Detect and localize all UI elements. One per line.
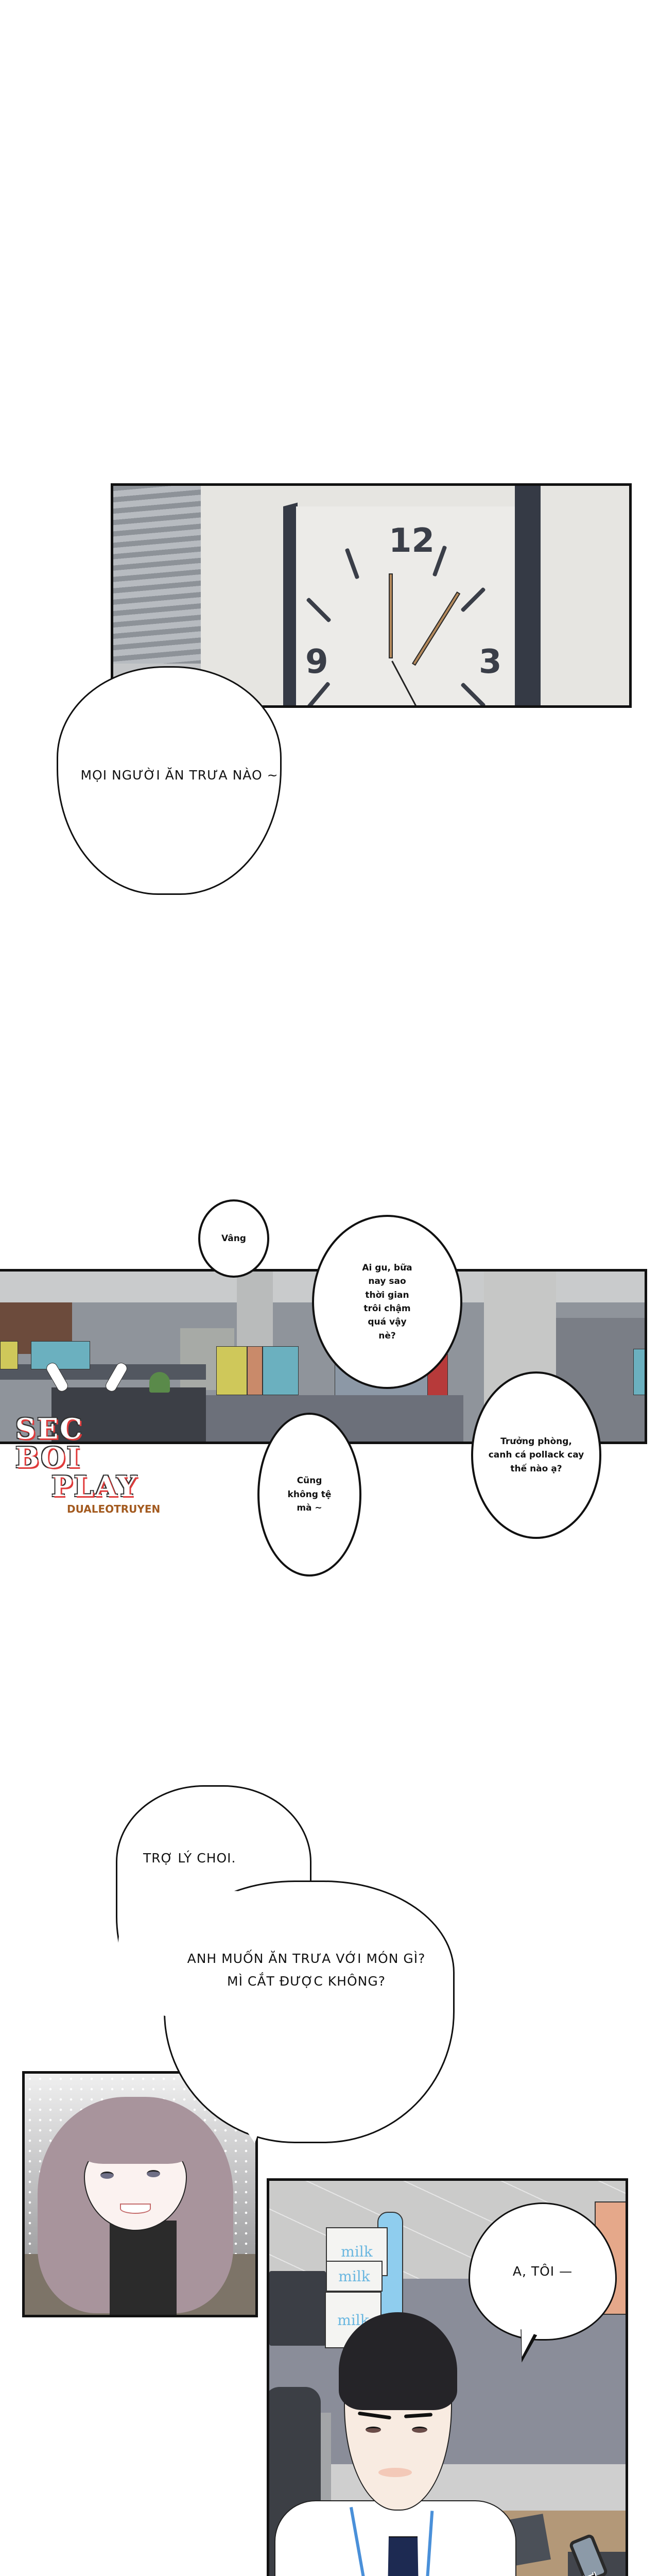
- man-panel: milk milk milk: [267, 2178, 628, 2576]
- clock-minute-hand: [389, 573, 393, 658]
- speech-bubble-order-merge: [118, 1891, 304, 2020]
- clock-panel: 12 3 9: [111, 483, 632, 708]
- watermark-line-2: PLAY: [51, 1470, 138, 1503]
- binder: [247, 1346, 263, 1395]
- man-brow-left: [357, 2411, 392, 2420]
- clock-numeral-12: 12: [389, 522, 435, 560]
- clock-tick: [460, 587, 486, 613]
- clock-numeral-9: 9: [305, 643, 328, 681]
- dialogue-tro-ly-choi: TRỢ LÝ CHOI.: [143, 1851, 236, 1866]
- scanlation-watermark: SEC BOI PLAY DUALEOTRUYEN: [15, 1412, 160, 1515]
- clock-numeral-3: 3: [479, 643, 502, 681]
- binder: [633, 1349, 645, 1395]
- clock-tick: [307, 681, 331, 705]
- dialogue-lunch-call: MỌI NGƯỜI ĂN TRƯA NÀO ~: [80, 768, 279, 783]
- dialogue-truong-phong: Trưởng phòng, canh cá pollack cay thế nà…: [488, 1436, 584, 1474]
- speech-bubble-vang: Vâng: [198, 1199, 269, 1278]
- man-eye-left: [366, 2427, 381, 2433]
- woman-mouth: [120, 2204, 151, 2214]
- speech-bubble-truong-phong: Trưởng phòng, canh cá pollack cay thế nà…: [471, 1371, 601, 1539]
- office-desk: [51, 1387, 206, 1442]
- woman-bangs: [81, 2115, 189, 2164]
- printer: [269, 2271, 326, 2346]
- watermark-sub: DUALEOTRUYEN: [67, 1503, 161, 1515]
- man-brow-right: [404, 2413, 433, 2418]
- woman-eye-right: [147, 2170, 160, 2177]
- clock-frame-left: [283, 502, 298, 705]
- speech-bubble-order-tail: [234, 2112, 265, 2143]
- speech-bubble-ai-gu: Ai gu, bữa nay sao thời gian trôi chậm q…: [312, 1215, 462, 1389]
- navy-tie: [385, 2536, 421, 2576]
- clock-second-hand: [391, 660, 429, 705]
- speech-bubble-cung-khong-te: Cũng không tệ mà ~: [257, 1413, 361, 1577]
- binder: [0, 1341, 18, 1369]
- woman-eye-left: [100, 2172, 114, 2179]
- clock-face: 12 3 9: [296, 506, 515, 705]
- speech-bubble-a-toi: A, TÔI —: [469, 2202, 617, 2341]
- man-eye-right: [412, 2427, 427, 2433]
- clock-hour-hand: [412, 591, 461, 666]
- watermark-line-1: SEC BOI: [15, 1412, 84, 1474]
- clock-frame-right: [515, 486, 541, 705]
- man-hair: [339, 2312, 457, 2410]
- dialogue-vang: Vâng: [221, 1233, 246, 1244]
- dialogue-a-toi: A, TÔI —: [512, 2264, 573, 2279]
- milk-carton: milk: [326, 2261, 383, 2292]
- binder: [263, 1346, 299, 1395]
- woman-sweater: [110, 2221, 177, 2315]
- speech-bubble-lunch: MỌI NGƯỜI ĂN TRƯA NÀO ~: [57, 666, 282, 895]
- dialogue-cung-khong-te: Cũng không tệ mà ~: [287, 1476, 332, 1514]
- clock-tick: [460, 682, 486, 705]
- man-mouth: [378, 2468, 412, 2477]
- clock-tick: [344, 548, 360, 580]
- binder: [31, 1341, 90, 1369]
- dialogue-order-question: ANH MUỐN ĂN TRƯA VỚI MÓN GÌ? MÌ CẮT ĐƯỢC…: [187, 1951, 426, 1989]
- clock-tick: [306, 597, 332, 623]
- potted-plant: [149, 1372, 170, 1393]
- binder: [216, 1346, 247, 1395]
- dialogue-ai-gu: Ai gu, bữa nay sao thời gian trôi chậm q…: [362, 1262, 412, 1341]
